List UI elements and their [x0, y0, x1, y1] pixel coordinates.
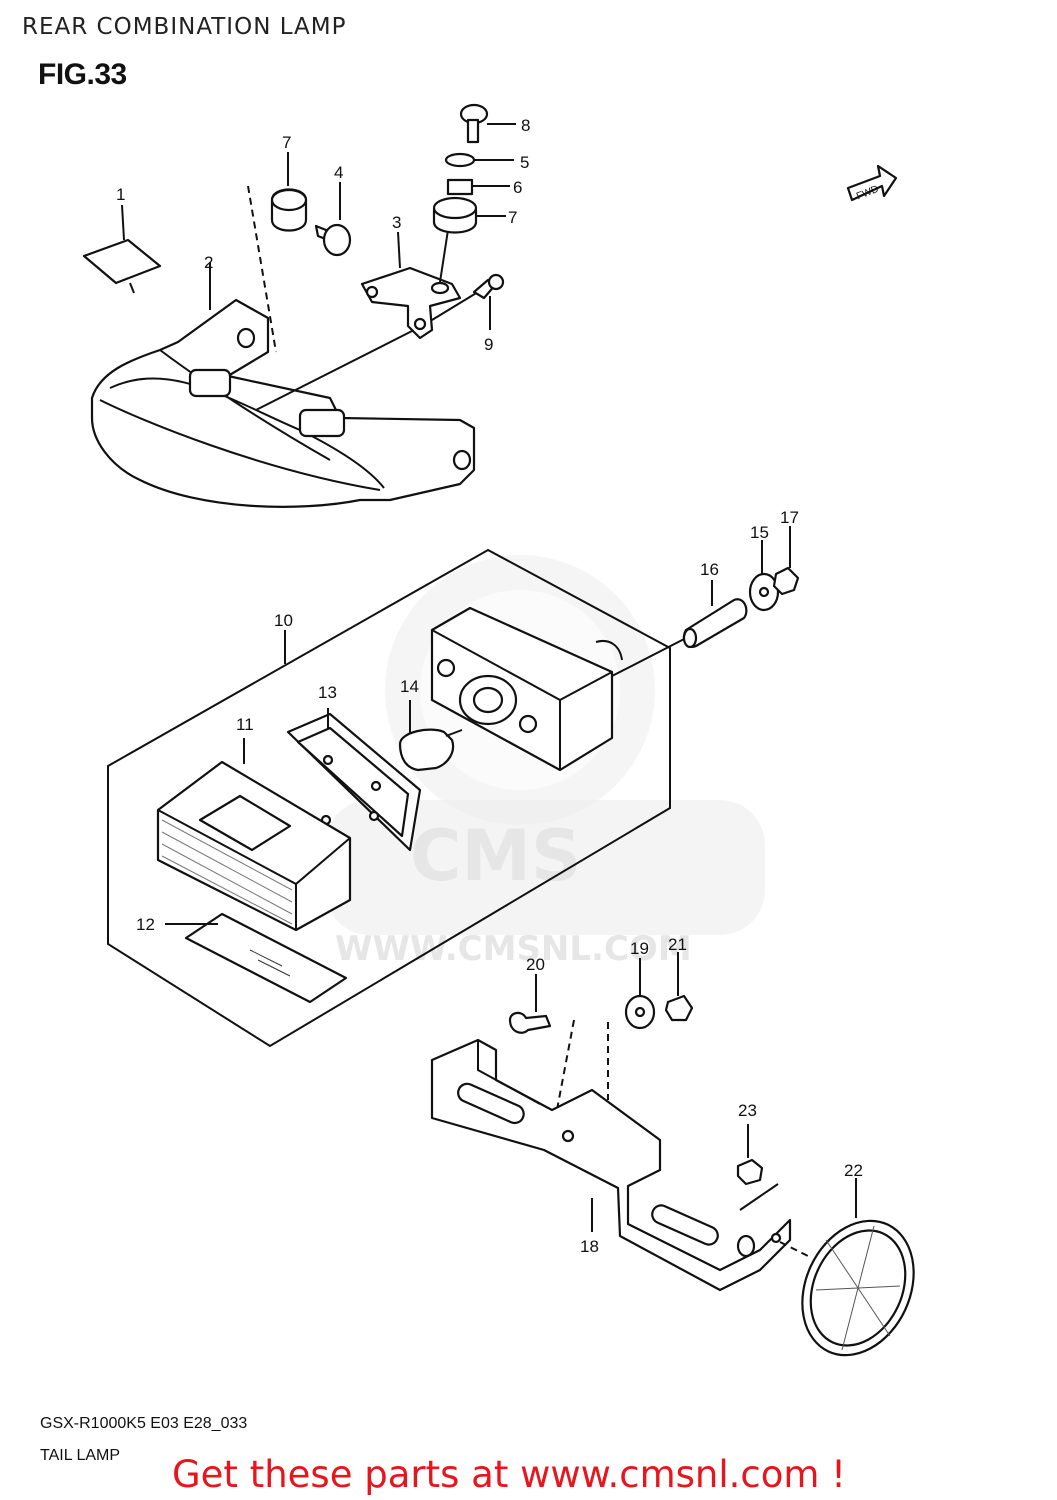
promo-link[interactable]: Get these parts at www.cmsnl.com ! — [172, 1453, 847, 1496]
section-name: TAIL LAMP — [40, 1447, 121, 1464]
callout-21: 21 — [668, 935, 687, 954]
callout-14: 14 — [400, 677, 419, 696]
part-23-nut — [736, 1124, 764, 1186]
part-3-bracket — [360, 229, 479, 340]
watermark-url: WWW.CMSNL.COM — [335, 929, 692, 969]
part-9-screw — [472, 273, 505, 330]
callout-17: 17 — [780, 508, 799, 527]
callout-4: 4 — [334, 163, 343, 182]
part-10-assembly-outline — [107, 548, 671, 1048]
callout-10: 10 — [274, 611, 293, 630]
callout-19: 19 — [630, 939, 649, 958]
lens-reflector-pattern — [161, 819, 293, 925]
figure-number: FIG.33 — [38, 58, 127, 91]
callout-18: 18 — [580, 1237, 599, 1256]
page-title: REAR COMBINATION LAMP — [22, 14, 347, 40]
forward-arrow-icon: FWD — [846, 164, 898, 202]
lamp-housing — [430, 606, 691, 772]
callout-16: 16 — [700, 560, 719, 579]
part-7-grommet-left — [247, 152, 308, 353]
callout-20: 20 — [526, 955, 545, 974]
part-14-bulb — [398, 700, 463, 772]
callout-1: 1 — [116, 185, 125, 204]
part-18-bracket — [430, 1038, 792, 1292]
callout-2: 2 — [204, 253, 213, 272]
part-1-label — [82, 204, 162, 294]
callout-5: 5 — [520, 153, 529, 172]
parts-8-5-6-7-stack — [432, 103, 516, 234]
callout-7-left: 7 — [282, 133, 291, 152]
callout-12: 12 — [136, 915, 155, 934]
callout-7-right: 7 — [508, 208, 517, 227]
callout-13: 13 — [318, 683, 337, 702]
callout-9: 9 — [484, 335, 493, 354]
callout-15: 15 — [750, 523, 769, 542]
callout-3: 3 — [392, 213, 401, 232]
callout-22: 22 — [844, 1161, 863, 1180]
part-11-lens — [156, 738, 352, 932]
callout-labels: 1 2 3 4 5 6 7 7 8 9 10 11 12 13 14 15 16… — [116, 116, 863, 1256]
reflector-pattern — [815, 1225, 901, 1351]
watermark-brand: CMS — [410, 815, 581, 897]
callout-23: 23 — [738, 1101, 757, 1120]
callout-11: 11 — [236, 715, 254, 734]
callout-6: 6 — [513, 178, 522, 197]
part-4-screw — [314, 182, 352, 257]
part-13-gasket — [286, 708, 422, 852]
part-12-plate — [165, 912, 348, 1004]
parts-15-16-17 — [682, 526, 800, 649]
part-22-round-reflector — [779, 1178, 915, 1357]
callout-8: 8 — [521, 116, 530, 135]
part-2-tail-lamp-assembly — [90, 262, 476, 508]
model-code: GSX-R1000K5 E03 E28_033 — [40, 1415, 248, 1432]
